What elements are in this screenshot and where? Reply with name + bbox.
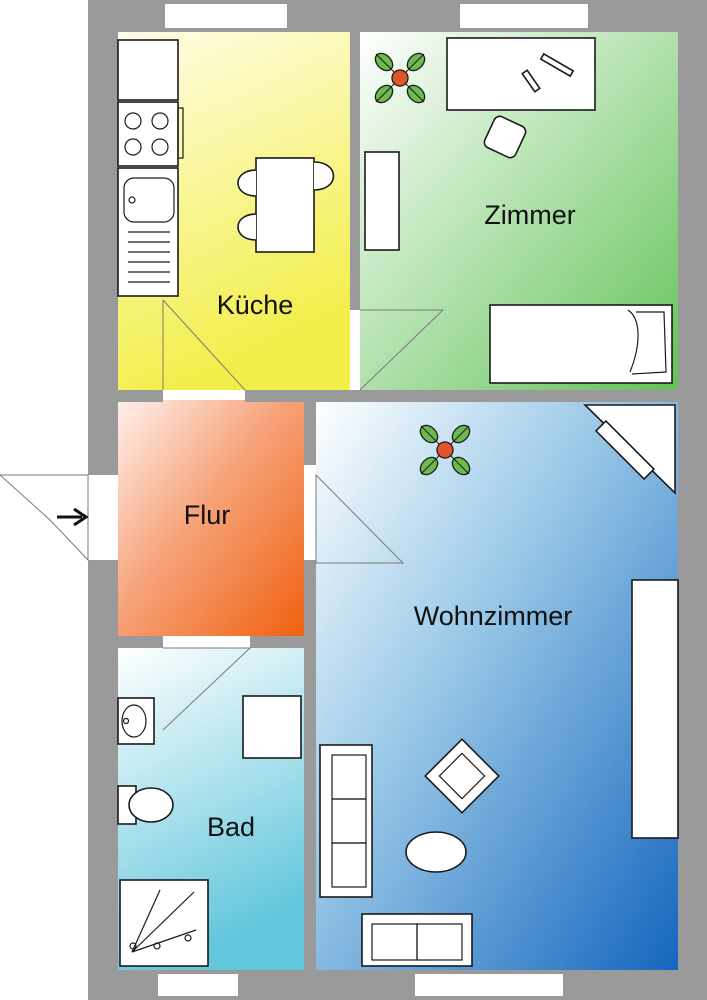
interior-walls [118,32,678,970]
room-wohnzimmer [316,400,678,970]
kitchen-counter [117,39,184,297]
label-flur: Flur [184,500,231,530]
wall-cabinet [631,579,679,839]
door-swings [162,299,445,731]
loveseat [361,913,473,967]
label-bad: Bad [207,812,255,842]
label-kueche: Küche [217,290,294,320]
armchair [424,738,500,814]
room-flur [118,400,304,636]
bathroom-sink [117,697,155,745]
desk-chair [483,115,527,159]
sofa [319,744,373,898]
washing-machine [242,695,302,759]
entrance-arrow-icon [57,507,89,527]
tv-corner [583,404,676,495]
stove [117,101,184,167]
entrance [0,474,89,562]
shower [119,879,209,967]
kitchen-sink [117,167,179,297]
walls [88,0,707,1000]
windows [158,4,588,996]
label-wohnzimmer: Wohnzimmer [414,601,573,631]
desk [446,37,596,111]
toilet [117,785,174,825]
kitchen-table [237,157,335,253]
coffee-table [405,831,467,873]
wardrobe-zimmer [364,151,400,251]
bed [489,304,673,384]
label-zimmer: Zimmer [484,200,575,230]
